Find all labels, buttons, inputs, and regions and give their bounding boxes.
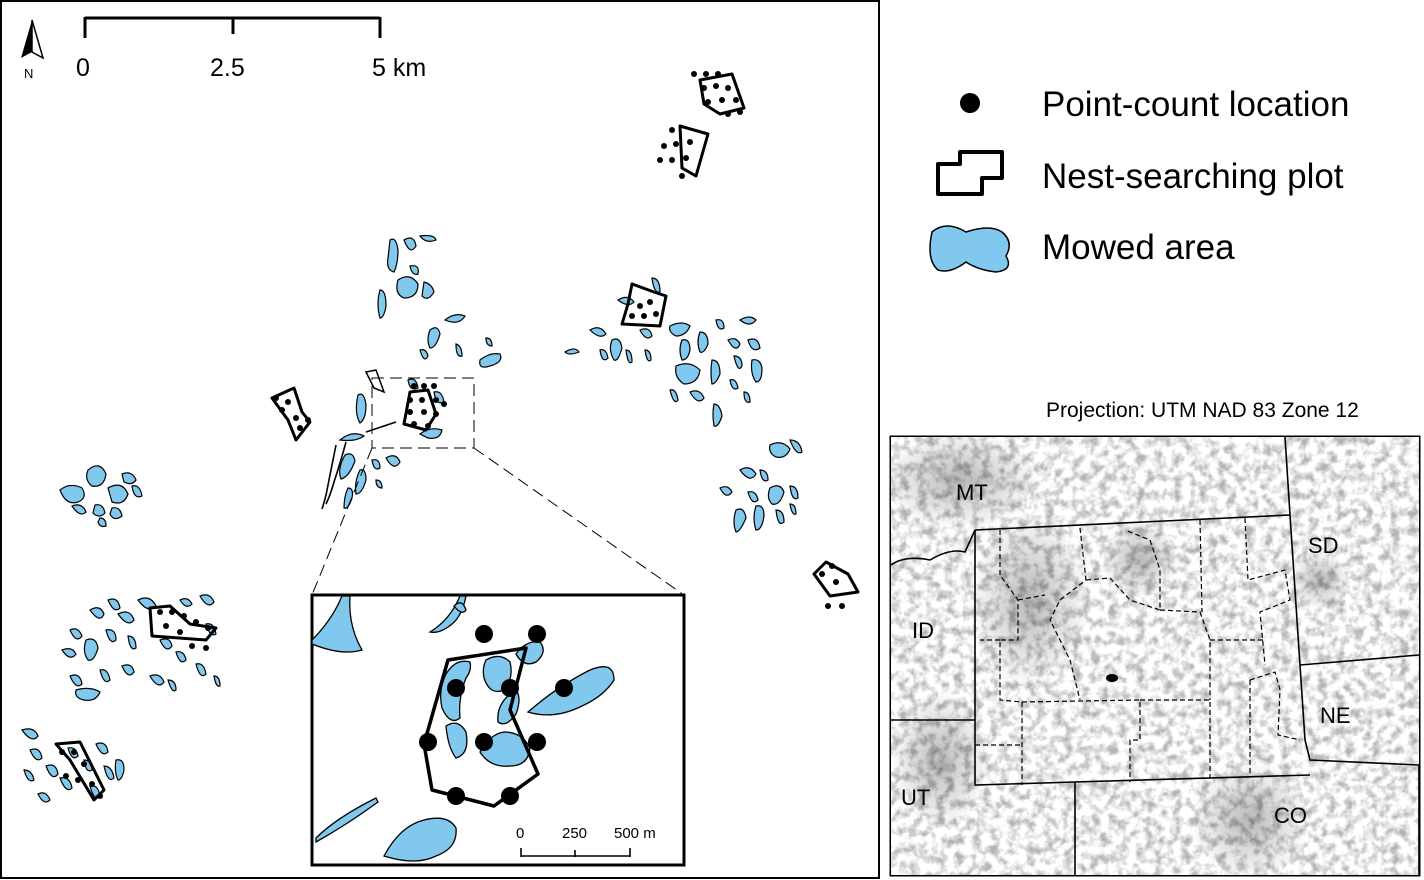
state-label-id: ID xyxy=(912,618,934,643)
mowed-cluster-east xyxy=(564,277,763,427)
legend-label-point-count: Point-count location xyxy=(1042,85,1349,124)
inset-frame xyxy=(310,593,686,867)
mowed-areas xyxy=(21,234,803,803)
study-area-marker xyxy=(1106,674,1118,682)
scale-tick-0: 0 xyxy=(76,54,90,82)
state-label-co: CO xyxy=(1274,803,1307,828)
plot-east-mid xyxy=(620,282,668,328)
state-label-ut: UT xyxy=(901,785,930,810)
inset-scale-tick-0: 0 xyxy=(516,825,524,842)
inset-point-dots xyxy=(419,625,573,805)
legend-label-mowed-area: Mowed area xyxy=(1042,228,1235,267)
state-label-ne: NE xyxy=(1320,703,1351,728)
zoom-indicator xyxy=(311,377,685,596)
inset-map: 0 250 500 m xyxy=(310,593,686,867)
dot-icon xyxy=(960,93,980,113)
state-label-mt: MT xyxy=(956,480,988,505)
state-borders xyxy=(890,436,1420,875)
locator-map: MT SD ID NE UT CO xyxy=(889,435,1421,877)
mowed-cluster-central xyxy=(338,234,502,509)
north-arrow: N xyxy=(21,19,45,81)
projection-note: Projection: UTM NAD 83 Zone 12 xyxy=(1046,399,1359,422)
mowed-area-icon xyxy=(929,225,1010,273)
legend-label-nest-plot: Nest-searching plot xyxy=(1042,157,1344,196)
road-lines xyxy=(321,421,397,510)
small-plot-outline xyxy=(364,369,386,394)
scale-tick-5km: 5 km xyxy=(372,54,426,82)
scale-bar: 0 2.5 5 km xyxy=(76,16,426,82)
north-arrow-icon xyxy=(21,20,32,58)
scale-tick-2-5: 2.5 xyxy=(210,54,245,82)
county-borders xyxy=(975,517,1301,785)
plot-ne-lower xyxy=(678,124,710,178)
plot-southwest xyxy=(148,604,218,642)
north-label: N xyxy=(24,66,33,81)
inset-scale-tick-250: 250 xyxy=(562,825,587,842)
state-labels: MT SD ID NE UT CO xyxy=(901,480,1351,828)
plot-far-east xyxy=(812,560,860,598)
point-count-dots xyxy=(59,71,845,799)
inset-scale-tick-500m: 500 m xyxy=(614,825,656,842)
mowed-cluster-southeast xyxy=(719,439,803,533)
plot-ne-upper xyxy=(698,72,746,116)
inset-scale-bar: 0 250 500 m xyxy=(516,825,656,857)
plot-central xyxy=(402,388,438,432)
plot-outline-icon xyxy=(936,150,1004,196)
state-label-sd: SD xyxy=(1308,533,1339,558)
legend: Point-count location Nest-searching plot… xyxy=(929,85,1349,273)
mowed-cluster-west xyxy=(59,465,143,528)
